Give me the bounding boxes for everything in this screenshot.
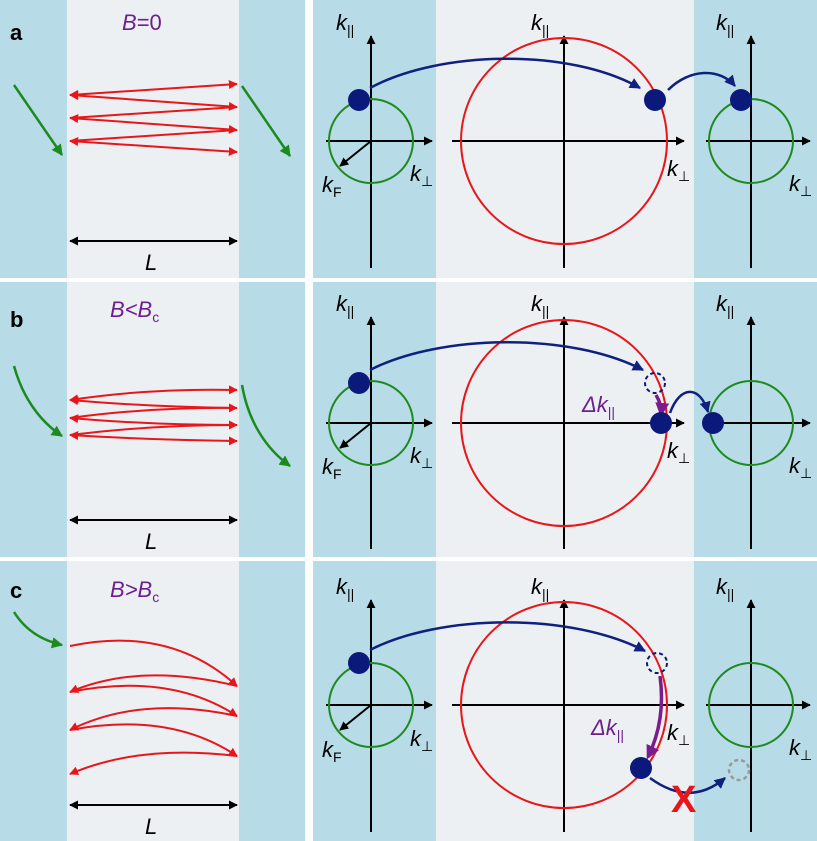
length-label: L <box>145 814 157 839</box>
kf-label: kF <box>322 454 342 482</box>
fermi-circle-lead <box>328 380 414 466</box>
lead-kspace-right <box>694 0 817 278</box>
k-perp-label: k⊥ <box>789 453 812 481</box>
length-label: L <box>145 250 157 275</box>
k-par-label: k|| <box>531 574 549 602</box>
transfer-arrow <box>369 341 644 372</box>
k-perp-label: k⊥ <box>667 438 690 466</box>
kspace-axes-center <box>452 599 685 832</box>
kspace-axes-left <box>326 599 433 832</box>
k-par-label: k|| <box>716 291 734 319</box>
k-perp-label: k⊥ <box>667 720 690 748</box>
blocked-mark: X <box>671 779 697 821</box>
k-par-label: k|| <box>716 574 734 602</box>
fermi-circle-lead <box>328 98 414 184</box>
kspace-axes-left <box>326 316 433 549</box>
transfer-arrow <box>369 621 646 653</box>
electron-state <box>348 372 370 394</box>
kspace-axes-center <box>452 35 685 268</box>
kf-arrow <box>339 422 372 449</box>
k-par-label: k|| <box>531 291 549 319</box>
k-perp-label: k⊥ <box>410 726 433 754</box>
left-lead <box>0 0 67 278</box>
field-label: B<Bc <box>110 297 159 325</box>
field-label: B=0 <box>122 10 162 35</box>
fermi-circle-barrier <box>460 601 668 809</box>
panel-letter: b <box>10 307 23 332</box>
incident-arrow <box>12 84 64 156</box>
length-label: L <box>145 529 157 554</box>
electron-state <box>730 89 752 111</box>
k-par-label: k|| <box>716 10 734 38</box>
transfer-arrow <box>667 71 736 91</box>
multiple-reflection-path <box>69 385 238 446</box>
k-par-label: k|| <box>336 291 354 319</box>
multiple-reflection-path <box>69 80 238 156</box>
momentum-shift-arrow <box>646 675 664 760</box>
electron-state <box>702 412 724 434</box>
kspace-axes-center <box>452 316 685 549</box>
incident-arrow <box>12 365 63 438</box>
k-perp-label: k⊥ <box>667 156 690 184</box>
delta-k-label: Δk|| <box>590 715 624 743</box>
transmitted-arrow <box>240 85 292 157</box>
k-perp-label: k⊥ <box>789 171 812 199</box>
lead-kspace-left <box>313 561 436 841</box>
panel-a: a B=0 L k|| k⊥ kF <box>0 0 817 278</box>
kspace-axes-left <box>326 35 433 268</box>
transfer-arrow <box>369 57 641 90</box>
kf-arrow <box>339 704 372 731</box>
right-lead <box>239 561 305 841</box>
electron-state <box>348 652 370 674</box>
kf-label: kF <box>322 172 342 200</box>
lead-kspace-left <box>313 0 436 278</box>
cyclotron-orbit-path <box>69 639 238 775</box>
k-par-label: k|| <box>531 10 549 38</box>
fermi-circle-barrier <box>460 37 668 245</box>
fermi-circle-lead <box>708 662 794 748</box>
lead-kspace-left <box>313 282 436 557</box>
electron-state <box>348 89 370 111</box>
electron-state <box>644 89 666 111</box>
k-perp-label: k⊥ <box>410 161 433 189</box>
kf-label: kF <box>322 737 342 765</box>
missing-state <box>727 758 751 782</box>
left-lead <box>0 561 67 841</box>
initial-state-ghost <box>646 652 668 674</box>
k-perp-label: k⊥ <box>410 443 433 471</box>
electron-state <box>650 412 672 434</box>
k-par-label: k|| <box>336 574 354 602</box>
right-lead <box>239 0 305 278</box>
panel-letter: c <box>10 578 22 603</box>
delta-k-label: Δk|| <box>581 392 615 420</box>
panel-b: b B<Bc L k|| k⊥ kF k|| k <box>0 282 817 557</box>
k-perp-label: k⊥ <box>789 735 812 763</box>
k-par-label: k|| <box>336 10 354 38</box>
electron-state <box>630 757 652 779</box>
lead-kspace-right <box>694 561 817 841</box>
right-lead <box>239 282 305 557</box>
transfer-arrow <box>668 390 711 414</box>
fermi-circle-lead <box>328 662 414 748</box>
panel-letter: a <box>10 20 23 45</box>
left-lead <box>0 282 67 557</box>
incident-arrow <box>12 611 64 649</box>
panel-c: c B>Bc L k|| k⊥ kF k|| k⊥ <box>0 561 817 841</box>
transmitted-arrow <box>240 384 291 468</box>
initial-state-ghost <box>644 372 666 394</box>
kf-arrow <box>339 140 372 167</box>
blocked-transfer-arrow <box>649 776 726 794</box>
field-label: B>Bc <box>110 577 159 605</box>
